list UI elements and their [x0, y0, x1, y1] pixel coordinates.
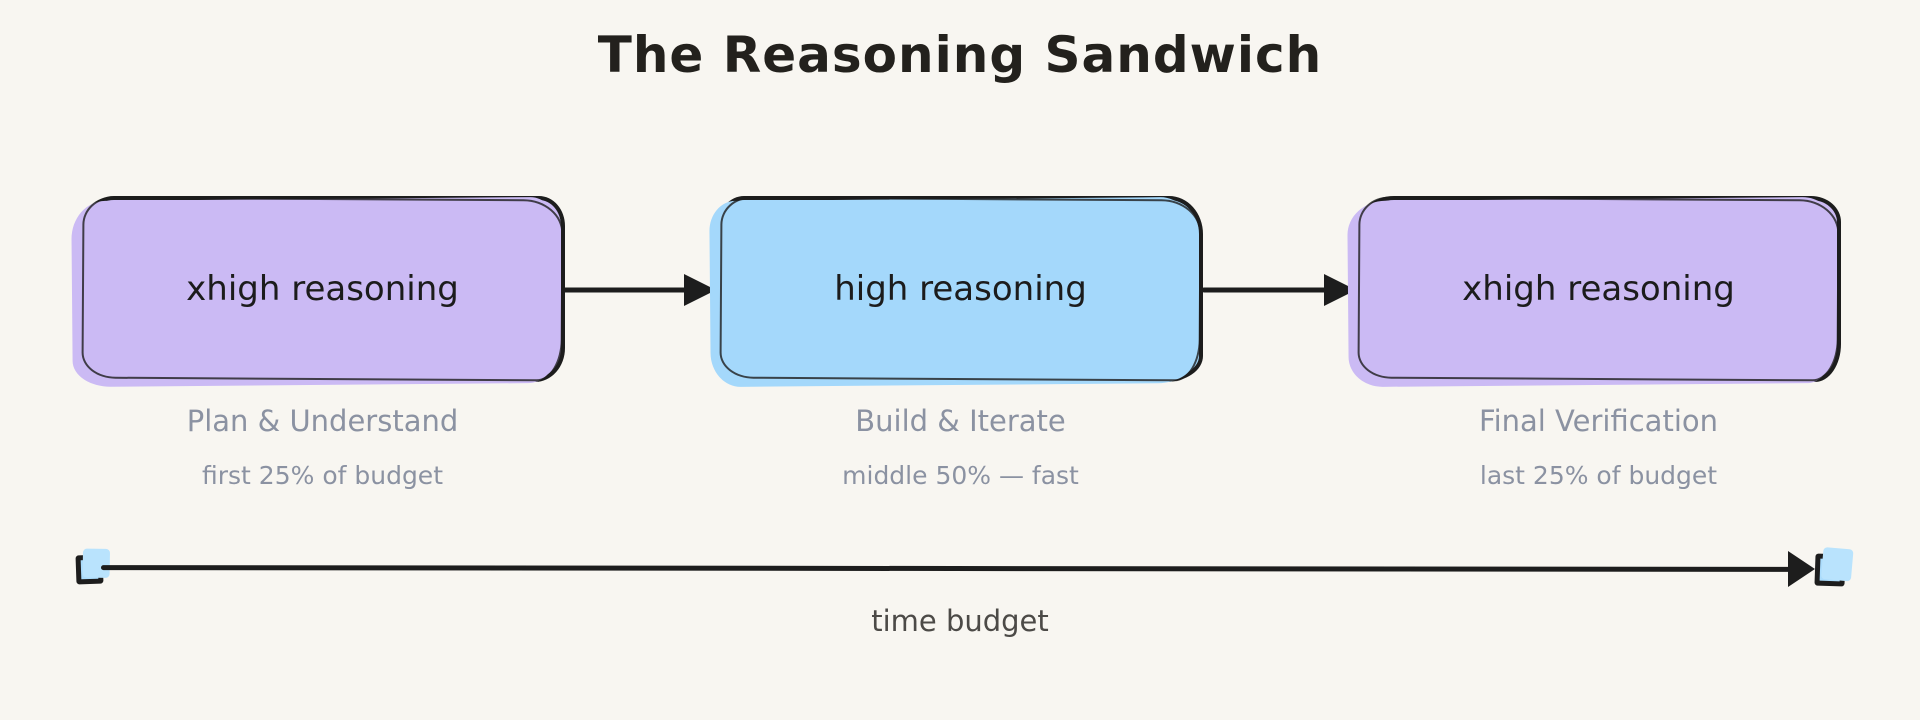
stage-caption-build: Build & Iterate: [855, 404, 1066, 438]
stage-caption-verify: Final Verification: [1479, 404, 1718, 438]
stage-box-verify: xhigh reasoning: [1356, 196, 1841, 382]
stage-box-verify-label: xhigh reasoning: [1462, 269, 1735, 309]
arrow-right-icon: [1202, 274, 1356, 306]
timeline-end-square: [1814, 553, 1846, 587]
timeline-start-square: [75, 554, 104, 585]
stage-subcaption-plan: first 25% of budget: [202, 461, 443, 490]
diagram-title: The Reasoning Sandwich: [597, 26, 1323, 84]
stage-box-plan-label: xhigh reasoning: [186, 269, 459, 309]
stage-caption-plan: Plan & Understand: [186, 404, 459, 438]
arrow-right-icon: [1788, 551, 1815, 587]
timeline-label: time budget: [871, 604, 1049, 638]
timeline-line: [100, 565, 1798, 572]
stage-box-build: high reasoning: [718, 196, 1203, 382]
stage-subcaption-build: middle 50% — fast: [842, 461, 1079, 490]
stage-box-plan: xhigh reasoning: [80, 196, 565, 382]
arrow-right-icon: [562, 274, 716, 306]
stage-subcaption-verify: last 25% of budget: [1479, 461, 1718, 490]
stage-box-build-label: high reasoning: [834, 269, 1087, 309]
